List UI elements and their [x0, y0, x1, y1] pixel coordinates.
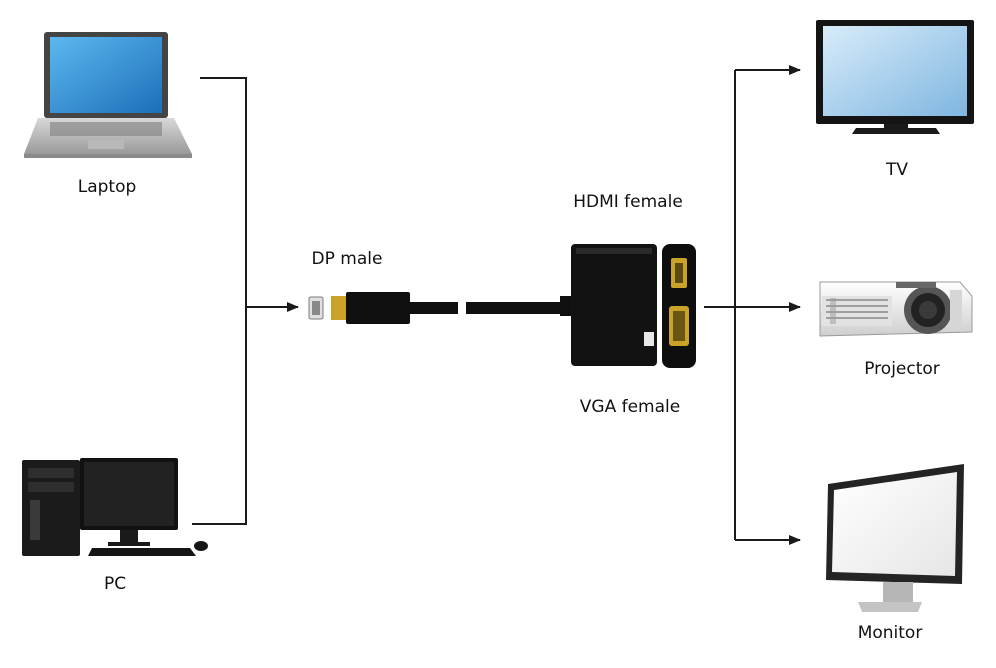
output-connector-lines	[704, 65, 801, 545]
dp-male-label: DP male	[311, 249, 383, 269]
laptop-label: Laptop	[77, 177, 137, 197]
tv-label: TV	[885, 160, 909, 180]
pc-image	[22, 458, 208, 556]
vga-female-label: VGA female	[579, 397, 681, 417]
laptop-line	[192, 77, 247, 525]
pc-label: PC	[103, 574, 127, 594]
hdmi-female-label: HDMI female	[573, 192, 683, 212]
source-connector-lines	[192, 77, 299, 525]
monitor-image	[826, 464, 964, 612]
projector-label: Projector	[864, 359, 940, 379]
projector-image	[819, 281, 973, 337]
tv-image	[816, 20, 974, 134]
adapter-image	[560, 244, 696, 368]
dp-cable-image	[308, 292, 562, 324]
laptop-image	[24, 32, 192, 158]
monitor-label: Monitor	[857, 623, 923, 643]
